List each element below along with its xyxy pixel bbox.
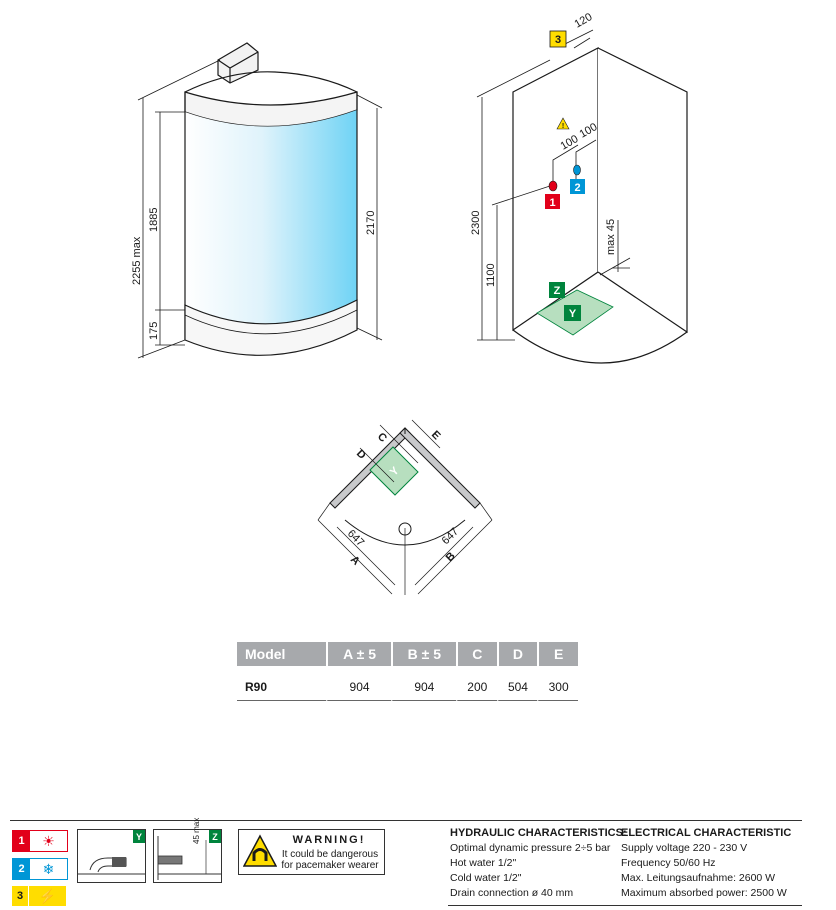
plan-view [317,419,493,595]
curved-glass [185,110,357,324]
wall-view [476,29,688,364]
connection-icon [157,836,221,880]
table-row: R90 904 904 200 504 300 [237,666,578,701]
tray-zone-box [564,305,581,321]
hot-water-icon: ☀ [42,832,55,849]
floor-arc [512,329,688,364]
warning-triangle-icon: ! [556,117,570,130]
warning-line-2: for pacemaker wearer [281,860,379,871]
characteristics-underline [448,905,802,906]
panel-dim: 45 max [192,817,201,844]
panel-tag-y: Y [133,830,145,843]
plan-wall-right [399,427,481,509]
hydraulic-title: HYDRAULIC CHARACTERISTICS: [450,827,627,839]
dimension-table: Model A ± 5 B ± 5 C D E R90 904 904 200 … [237,642,578,701]
dim-d: D [354,448,368,462]
col-e: E [537,642,578,666]
plan-zone [369,446,419,496]
hot-label-box [545,194,560,209]
footer-divider [10,820,802,821]
electrical-characteristics: ELECTRICAL CHARACTERISTIC Supply voltage… [621,826,791,901]
hydraulic-line: Drain connection ø 40 mm [450,887,574,899]
drain-zone-label: Z [554,285,561,297]
dim-base-height: 175 [148,322,160,340]
dim-wall-height: 2300 [470,211,482,235]
dim-valve-height: 1100 [485,263,497,287]
hot-outlet [548,180,558,192]
hydraulic-line: Optimal dynamic pressure 2÷5 bar [450,842,611,854]
pacemaker-warning-icon [243,834,277,867]
dim-top-offset: 120 [573,11,595,31]
dim-a: A [348,554,362,568]
hot-label: 1 [549,197,555,209]
legend-num: 3 [12,886,29,906]
drain-detail-panel: Y [77,829,146,883]
cell-a: 904 [326,666,391,701]
col-c: C [455,642,497,666]
cell-e: 300 [537,666,578,701]
cell-d: 504 [496,666,538,701]
cold-label-box [570,179,585,194]
dim-drain-max: max 45 [605,219,617,255]
shower-tray [184,299,358,356]
cold-outlet [573,164,581,176]
hydraulic-line: Cold water 1/2" [450,872,522,884]
electrical-line: Max. Leitungsaufnahme: 2600 W [621,872,776,884]
col-a: A ± 5 [326,642,391,666]
legend-power: 3 ⚡ [12,886,66,906]
legend-hot: 1 ☀ [12,830,68,852]
warning-title: WARNING! [292,834,366,846]
electrical-line: Supply voltage 220 - 230 V [621,842,748,854]
cell-c: 200 [455,666,497,701]
hydraulic-line: Hot water 1/2" [450,857,517,869]
dim-b: B [444,550,458,564]
col-d: D [496,642,538,666]
dim-side-right: 647 [440,526,461,547]
cold-label: 2 [574,182,580,194]
front-view [137,42,383,359]
warning-text: It could be dangerous for pacemaker wear… [279,849,381,871]
electrical-line: Frequency 50/60 Hz [621,857,716,869]
power-label-box [549,30,567,48]
electrical-title: ELECTRICAL CHARACTERISTIC [621,827,792,839]
legend-num: 1 [13,831,30,851]
cell-b: 904 [390,666,456,701]
drain-zone-box [549,282,565,298]
col-b: B ± 5 [390,642,456,666]
cold-water-icon: ❄ [42,860,55,877]
dim-total-height: 2255 max [131,236,143,285]
electric-power-icon: ⚡ [38,887,57,904]
dim-glass-height: 2170 [365,211,377,235]
col-model: Model [237,642,327,666]
connection-detail-panel: Z 45 max [153,818,222,883]
table-header-row: Model A ± 5 B ± 5 C D E [237,642,578,666]
dim-side-left: 647 [345,528,366,549]
dim-c: C [375,431,389,445]
right-wall [597,47,688,334]
dim-panel-height: 1885 [148,208,160,232]
cell-model: R90 [237,666,327,701]
legend-num: 2 [13,859,30,879]
tray-zone-label: Y [569,308,577,320]
dim-e: E [429,429,443,443]
hydraulic-characteristics: HYDRAULIC CHARACTERISTICS: Optimal dynam… [450,826,627,901]
power-label: 3 [555,34,561,46]
drain-hose-icon [78,857,145,875]
svg-text:!: ! [562,123,564,130]
warning-box: WARNING! It could be dangerous for pacem… [238,829,385,875]
legend-cold: 2 ❄ [12,858,68,880]
electrical-line: Maximum absorbed power: 2500 W [621,887,787,899]
warning-line-1: It could be dangerous [281,849,379,860]
panel-tag-z: Z [209,830,221,843]
